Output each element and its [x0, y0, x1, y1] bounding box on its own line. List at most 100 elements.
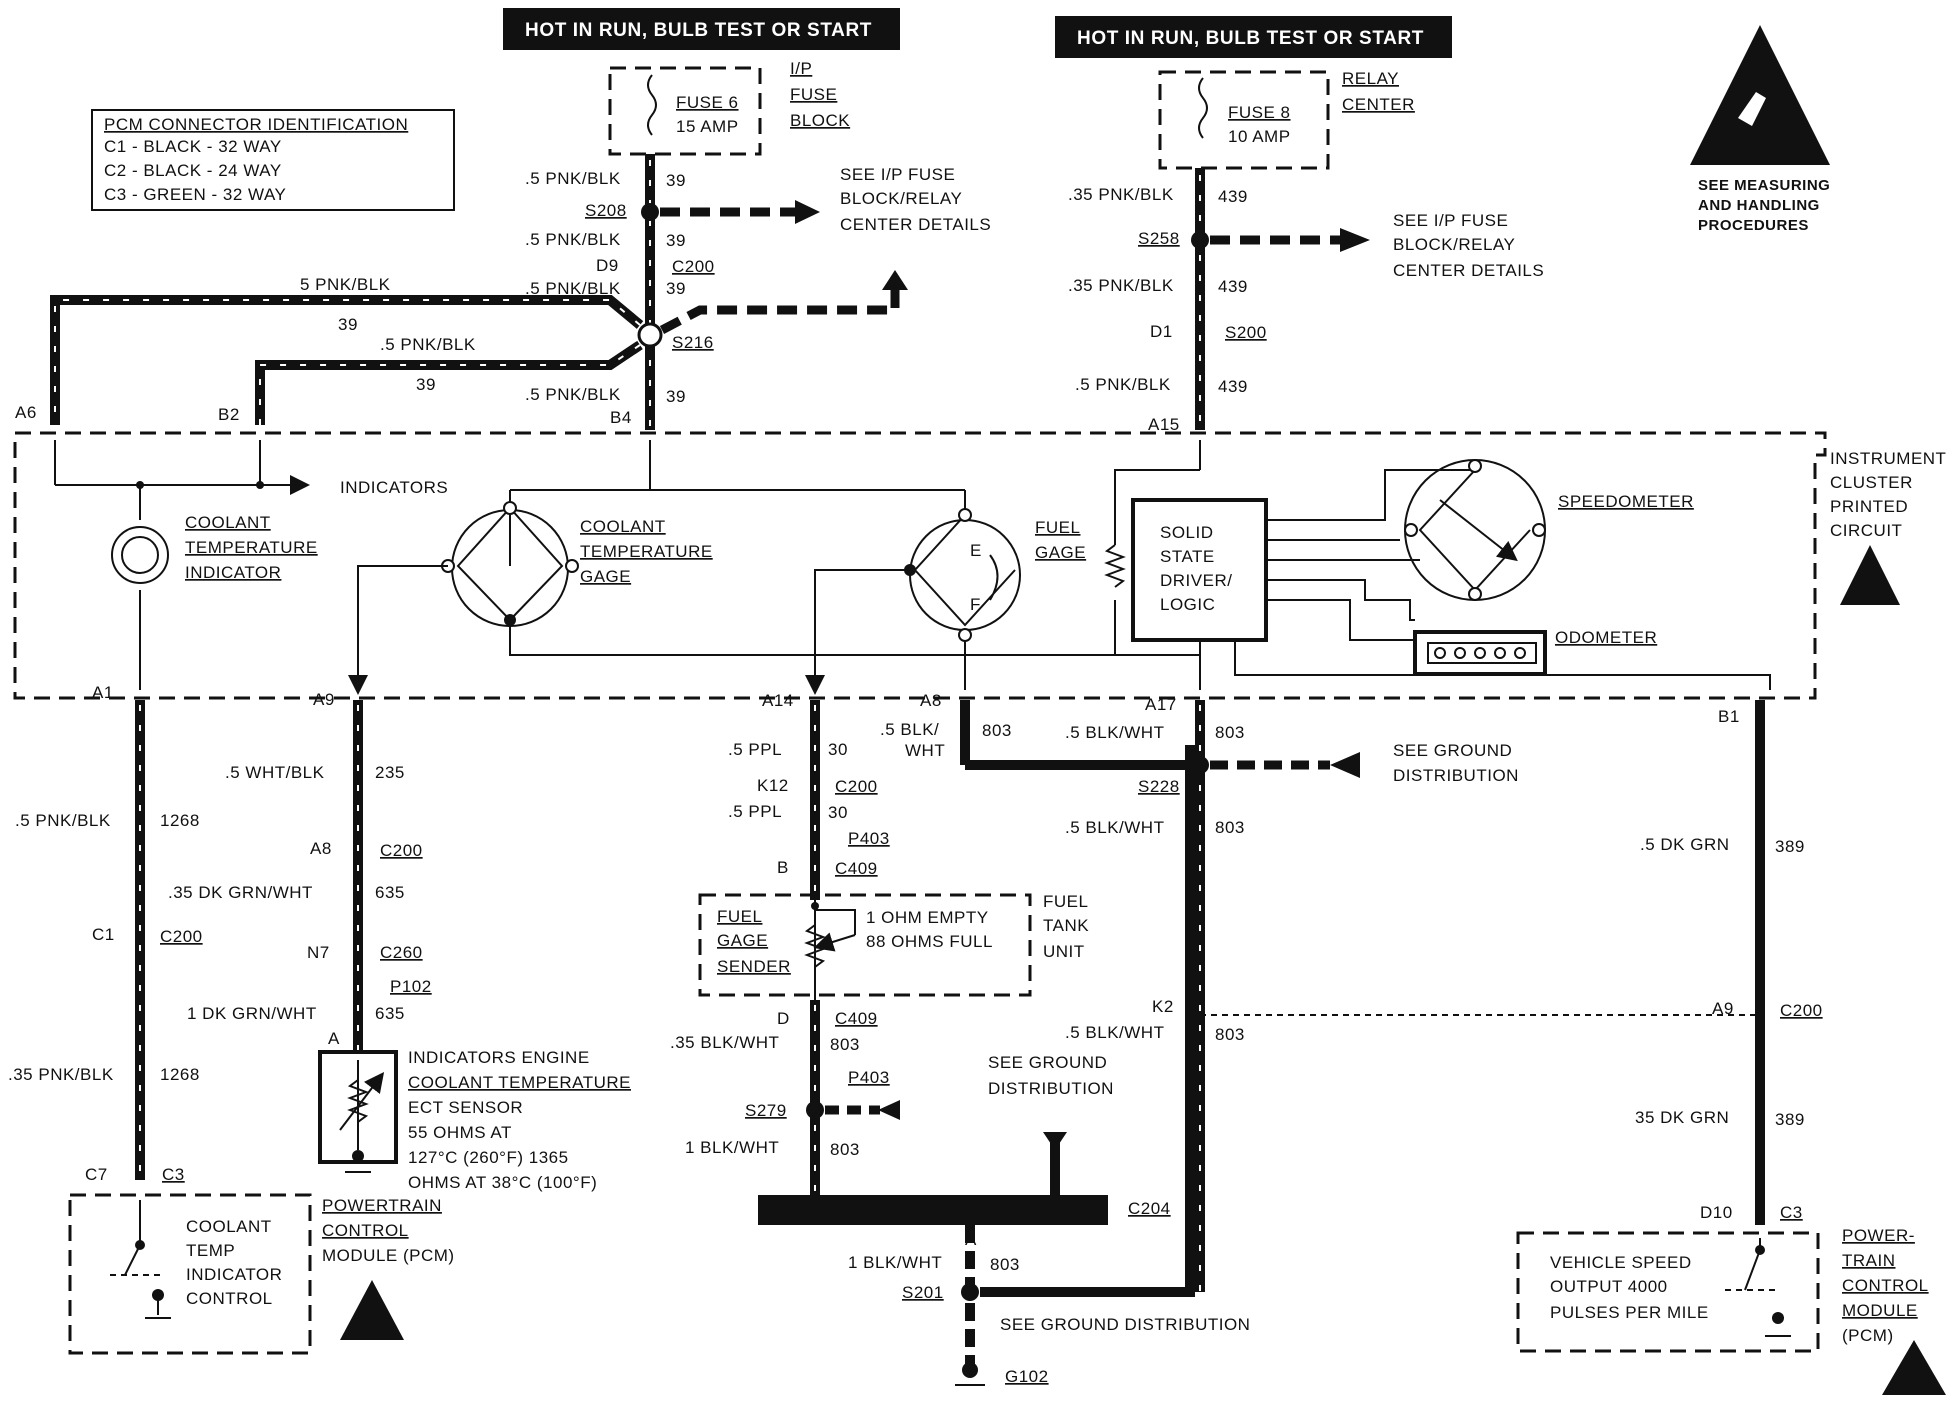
fuse-8: FUSE 8 10 AMP RELAY CENTER	[1158, 69, 1414, 170]
svg-text:A6: A6	[15, 403, 37, 422]
esd-warning-icon-cluster	[1840, 545, 1900, 605]
svg-text:LOGIC: LOGIC	[1160, 595, 1215, 614]
svg-text:C409: C409	[835, 859, 878, 878]
svg-text:39: 39	[666, 231, 686, 250]
svg-text:88 OHMS FULL: 88 OHMS FULL	[866, 932, 993, 951]
svg-text:C200: C200	[380, 841, 423, 860]
fuse8-feed: .35 PNK/BLK 439 S258 .35 PNK/BLK 439 D1 …	[1068, 168, 1266, 434]
svg-text:VEHICLE SPEED: VEHICLE SPEED	[1550, 1253, 1692, 1272]
svg-text:INDICATORS: INDICATORS	[340, 478, 448, 497]
coolant-temperature-gage: COOLANT TEMPERATURE GAGE	[348, 440, 1200, 695]
svg-text:SEE I/P FUSE: SEE I/P FUSE	[1393, 211, 1508, 230]
s258-arrow: SEE I/P FUSE BLOCK/RELAY CENTER DETAILS	[1210, 211, 1544, 280]
svg-text:CONTROL: CONTROL	[1842, 1276, 1929, 1295]
svg-text:INDICATORS ENGINE: INDICATORS ENGINE	[408, 1048, 590, 1067]
svg-text:B1: B1	[1718, 707, 1740, 726]
svg-text:A: A	[965, 1230, 977, 1249]
pcm-connector-identification: PCM CONNECTOR IDENTIFICATION C1 - BLACK …	[91, 109, 455, 211]
svg-text:C7: C7	[85, 1165, 108, 1184]
svg-text:1 DK GRN/WHT: 1 DK GRN/WHT	[187, 1004, 317, 1023]
svg-text:MODULE: MODULE	[1842, 1301, 1918, 1320]
svg-text:WHT: WHT	[905, 741, 945, 760]
svg-text:OUTPUT 4000: OUTPUT 4000	[1550, 1277, 1668, 1296]
svg-text:.35 DK GRN/WHT: .35 DK GRN/WHT	[168, 883, 313, 902]
svg-text:A9: A9	[313, 690, 335, 709]
svg-text:SEE GROUND: SEE GROUND	[1393, 741, 1512, 760]
circuit-30-803-fuel: A14 .5 PPL 30 K12 C200 .5 PPL 30 P403 B …	[728, 691, 890, 900]
svg-text:1268: 1268	[160, 1065, 200, 1084]
s208-arrow: SEE I/P FUSE BLOCK/RELAY CENTER DETAILS	[660, 165, 991, 234]
svg-text:HOT IN RUN, BULB TEST OR START: HOT IN RUN, BULB TEST OR START	[525, 20, 872, 41]
svg-text:.5 PNK/BLK: .5 PNK/BLK	[525, 385, 621, 404]
svg-text:UNIT: UNIT	[1043, 942, 1085, 961]
svg-text:TEMPERATURE: TEMPERATURE	[185, 538, 318, 557]
svg-text:I/P: I/P	[790, 59, 812, 78]
svg-text:AND HANDLING: AND HANDLING	[1698, 197, 1820, 214]
s216-branch	[659, 270, 908, 334]
svg-text:STATE: STATE	[1160, 547, 1215, 566]
svg-text:D: D	[777, 1009, 790, 1028]
svg-text:CIRCUIT: CIRCUIT	[1830, 521, 1902, 540]
svg-text:POWER-: POWER-	[1842, 1226, 1915, 1245]
header-right: HOT IN RUN, BULB TEST OR START	[1055, 16, 1452, 58]
svg-text:C260: C260	[380, 943, 423, 962]
svg-text:C2 - BLACK - 24 WAY: C2 - BLACK - 24 WAY	[104, 161, 282, 180]
svg-text:S208: S208	[585, 201, 627, 220]
svg-text:BLOCK: BLOCK	[790, 111, 850, 130]
svg-text:BLOCK/RELAY: BLOCK/RELAY	[1393, 235, 1515, 254]
svg-text:.5 PNK/BLK: .5 PNK/BLK	[525, 279, 621, 298]
svg-text:CLUSTER: CLUSTER	[1830, 473, 1913, 492]
svg-text:.5 PPL: .5 PPL	[728, 740, 782, 759]
splice-s258	[1191, 231, 1209, 249]
svg-text:PROCEDURES: PROCEDURES	[1698, 217, 1809, 234]
fuse-6: FUSE 6 15 AMP I/P FUSE BLOCK	[608, 59, 850, 156]
svg-text:1 BLK/WHT: 1 BLK/WHT	[848, 1253, 942, 1272]
svg-text:35 DK GRN: 35 DK GRN	[1635, 1108, 1729, 1127]
svg-text:10 AMP: 10 AMP	[1228, 127, 1291, 146]
svg-text:55 OHMS AT: 55 OHMS AT	[408, 1123, 512, 1142]
svg-text:A14: A14	[762, 691, 794, 710]
svg-text:803: 803	[1215, 818, 1245, 837]
svg-text:A17: A17	[1145, 695, 1177, 714]
fuel-gage: E F FUEL GAGE	[805, 490, 1086, 695]
svg-text:K2: K2	[1152, 997, 1174, 1016]
svg-text:TEMP: TEMP	[186, 1241, 235, 1260]
cluster-indicators-wiring: INDICATORS COOLANT TEMPERATURE INDICATOR	[54, 440, 448, 690]
svg-text:389: 389	[1775, 1110, 1805, 1129]
coolant-temp-indicator-bulb	[111, 526, 169, 584]
svg-text:.5 WHT/BLK: .5 WHT/BLK	[225, 763, 325, 782]
svg-text:DISTRIBUTION: DISTRIBUTION	[988, 1079, 1114, 1098]
wire-to-a6: 5 PNK/BLK 39 A6	[15, 275, 644, 425]
svg-text:.5 PNK/BLK: .5 PNK/BLK	[525, 230, 621, 249]
svg-text:SOLID: SOLID	[1160, 523, 1214, 542]
solid-state-driver: SOLID STATE DRIVER/ LOGIC	[1104, 440, 1771, 690]
svg-text:FUEL: FUEL	[1035, 518, 1080, 537]
svg-text:SEE I/P FUSE: SEE I/P FUSE	[840, 165, 955, 184]
svg-text:C3: C3	[162, 1165, 185, 1184]
svg-text:F: F	[970, 595, 981, 614]
pcm-right: VEHICLE SPEED OUTPUT 4000 PULSES PER MIL…	[1516, 1226, 1946, 1395]
svg-text:15 AMP: 15 AMP	[676, 117, 739, 136]
svg-text:OHMS AT 38°C (100°F): OHMS AT 38°C (100°F)	[408, 1173, 597, 1192]
svg-text:C200: C200	[1780, 1001, 1823, 1020]
svg-text:D10: D10	[1700, 1203, 1733, 1222]
svg-text:D9: D9	[596, 256, 619, 275]
svg-text:CONTROL: CONTROL	[322, 1221, 409, 1240]
esd-warning-icon-pcm-right	[1882, 1340, 1946, 1395]
speedometer: SPEEDOMETER	[1404, 459, 1693, 601]
svg-text:39: 39	[666, 387, 686, 406]
svg-text:P403: P403	[848, 829, 890, 848]
svg-text:C200: C200	[160, 927, 203, 946]
svg-text:30: 30	[828, 803, 848, 822]
svg-text:DRIVER/: DRIVER/	[1160, 571, 1232, 590]
svg-text:HOT IN RUN, BULB TEST OR START: HOT IN RUN, BULB TEST OR START	[1077, 28, 1424, 49]
svg-text:CENTER DETAILS: CENTER DETAILS	[840, 215, 991, 234]
fuse6-feed: .5 PNK/BLK 39 S208 .5 PNK/BLK 39 D9 C200…	[525, 154, 714, 430]
splice-s279	[806, 1101, 824, 1119]
svg-text:1268: 1268	[160, 811, 200, 830]
esd-warning-icon-pcm	[340, 1280, 404, 1340]
svg-text:803: 803	[1215, 1025, 1245, 1044]
svg-text:SENDER: SENDER	[717, 957, 791, 976]
svg-text:POWERTRAIN: POWERTRAIN	[322, 1196, 442, 1215]
